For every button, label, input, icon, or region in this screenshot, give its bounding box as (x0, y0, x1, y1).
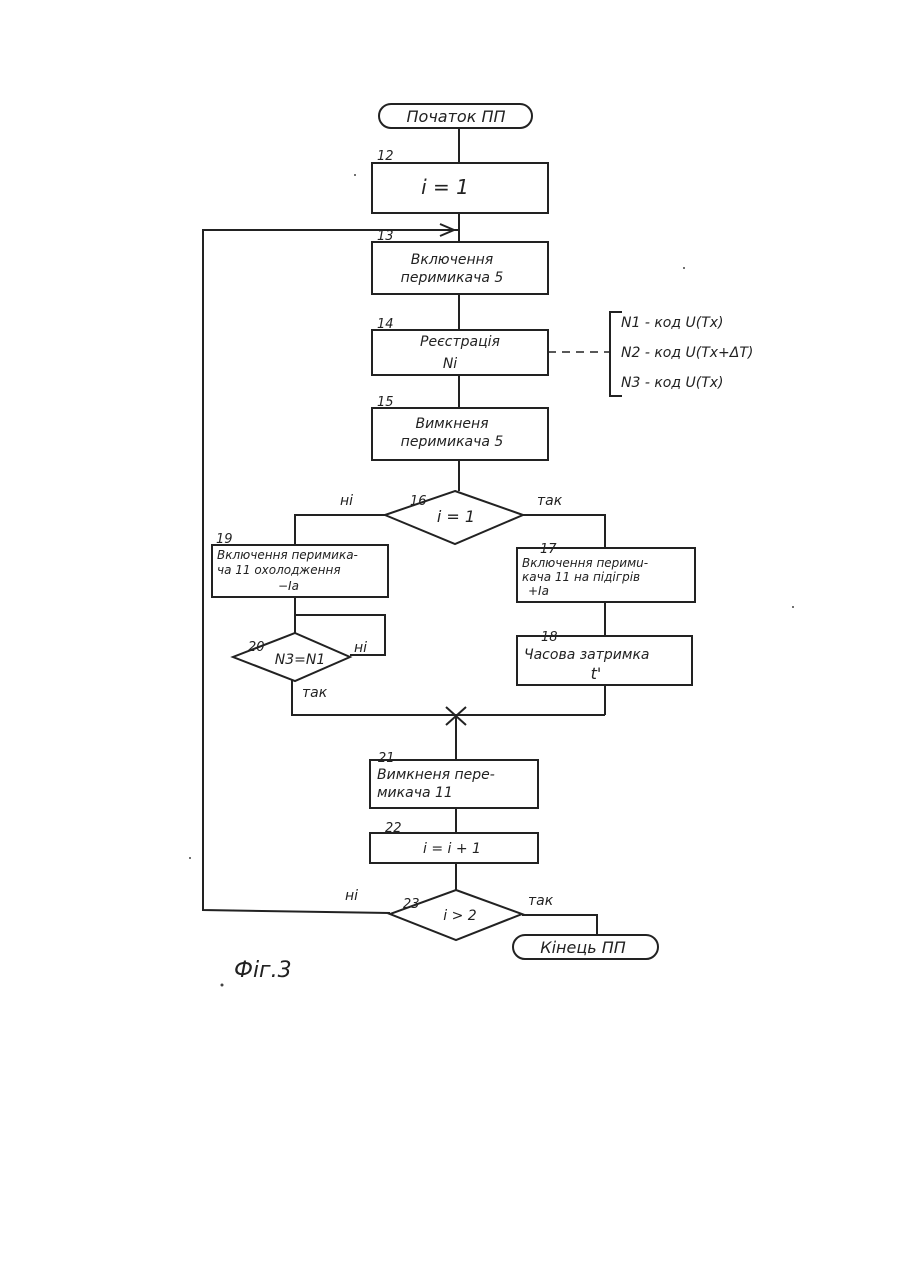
decision-20-yes-label: так (302, 685, 328, 701)
connector-16-yes (523, 515, 605, 548)
block-22: 22 i = i + 1 (370, 821, 538, 863)
scan-speck (221, 984, 224, 987)
block-13-line1: Включення (411, 252, 493, 268)
connector-16-no (295, 515, 385, 545)
decision-20-no-label: ні (354, 640, 367, 656)
block-19-number: 19 (216, 532, 233, 547)
block-18-number: 18 (541, 630, 558, 645)
decision-16-no-label: ні (340, 493, 353, 509)
block-12-text: i = 1 (421, 175, 469, 199)
block-17-line2: кача 11 на підігрів (522, 570, 640, 584)
block-13-shape (372, 242, 548, 294)
decision-20: 20 N3=N1 ні так (233, 633, 367, 701)
block-21-number: 21 (378, 751, 395, 766)
block-21: 21 Вимкненя пере- микача 11 (370, 751, 538, 808)
block-18-line1: Часова затримка (524, 647, 649, 663)
block-14-line2: Ni (443, 356, 457, 372)
code-n2: N2 - код U(Tx+ΔT) (621, 345, 753, 361)
end-terminal: Кінець ПП (513, 935, 658, 959)
scan-speck (683, 267, 685, 269)
block-19: 19 Включення перимика- ча 11 охолодження… (212, 532, 388, 597)
code-n1: N1 - код U(Tx) (621, 315, 724, 331)
decision-16-text: i = 1 (437, 507, 475, 526)
block-15-line2: перимикача 5 (401, 434, 504, 450)
block-17: 17 Включення перимu- кача 11 на підігрів… (517, 542, 695, 602)
block-22-text: i = i + 1 (423, 841, 481, 857)
block-21-line2: микача 11 (377, 785, 453, 801)
codes-annotation: N1 - код U(Tx) N2 - код U(Tx+ΔT) N3 - ко… (621, 315, 753, 391)
decision-23-no-label: ні (345, 888, 358, 904)
code-n3: N3 - код U(Tx) (621, 375, 724, 391)
block-17-line1: Включення перимu- (522, 556, 648, 570)
decision-16-number: 16 (410, 494, 427, 509)
block-18: 18 Часова затримка t' (517, 630, 692, 685)
block-19-line1: Включення перимика- (217, 548, 358, 562)
block-19-line2: ча 11 охолодження (217, 563, 341, 577)
decision-16-yes-label: так (537, 493, 563, 509)
scan-speck (354, 174, 356, 176)
block-12-number: 12 (377, 149, 394, 164)
block-18-line2: t' (591, 664, 602, 683)
scan-speck (189, 857, 191, 859)
connector-23-yes (522, 915, 597, 935)
start-label: Початок ПП (407, 107, 506, 126)
decision-20-text: N3=N1 (275, 652, 326, 668)
block-13-number: 13 (377, 229, 394, 244)
scan-speck (792, 606, 794, 608)
block-15-line1: Вимкненя (415, 416, 488, 432)
start-terminal: Початок ПП (379, 104, 532, 128)
block-14-number: 14 (377, 317, 394, 332)
block-21-line1: Вимкненя пере- (377, 767, 495, 783)
decision-23: 23 i > 2 ні так (345, 888, 554, 940)
block-14-line1: Реєстрація (420, 334, 500, 350)
block-13-line2: перимикача 5 (401, 270, 504, 286)
decision-16: 16 i = 1 ні так (340, 491, 563, 544)
block-22-number: 22 (385, 821, 402, 836)
end-label: Кінець ПП (540, 938, 626, 957)
block-15-number: 15 (377, 395, 394, 410)
decision-23-yes-label: так (528, 893, 554, 909)
decision-23-number: 23 (403, 897, 420, 912)
block-17-number: 17 (540, 542, 557, 557)
block-17-line3: +Iа (528, 584, 549, 598)
figure-caption: Фіг.3 (234, 958, 292, 983)
block-19-line3: −Iа (278, 579, 299, 593)
decision-20-number: 20 (248, 640, 265, 655)
decision-23-text: i > 2 (443, 908, 477, 924)
